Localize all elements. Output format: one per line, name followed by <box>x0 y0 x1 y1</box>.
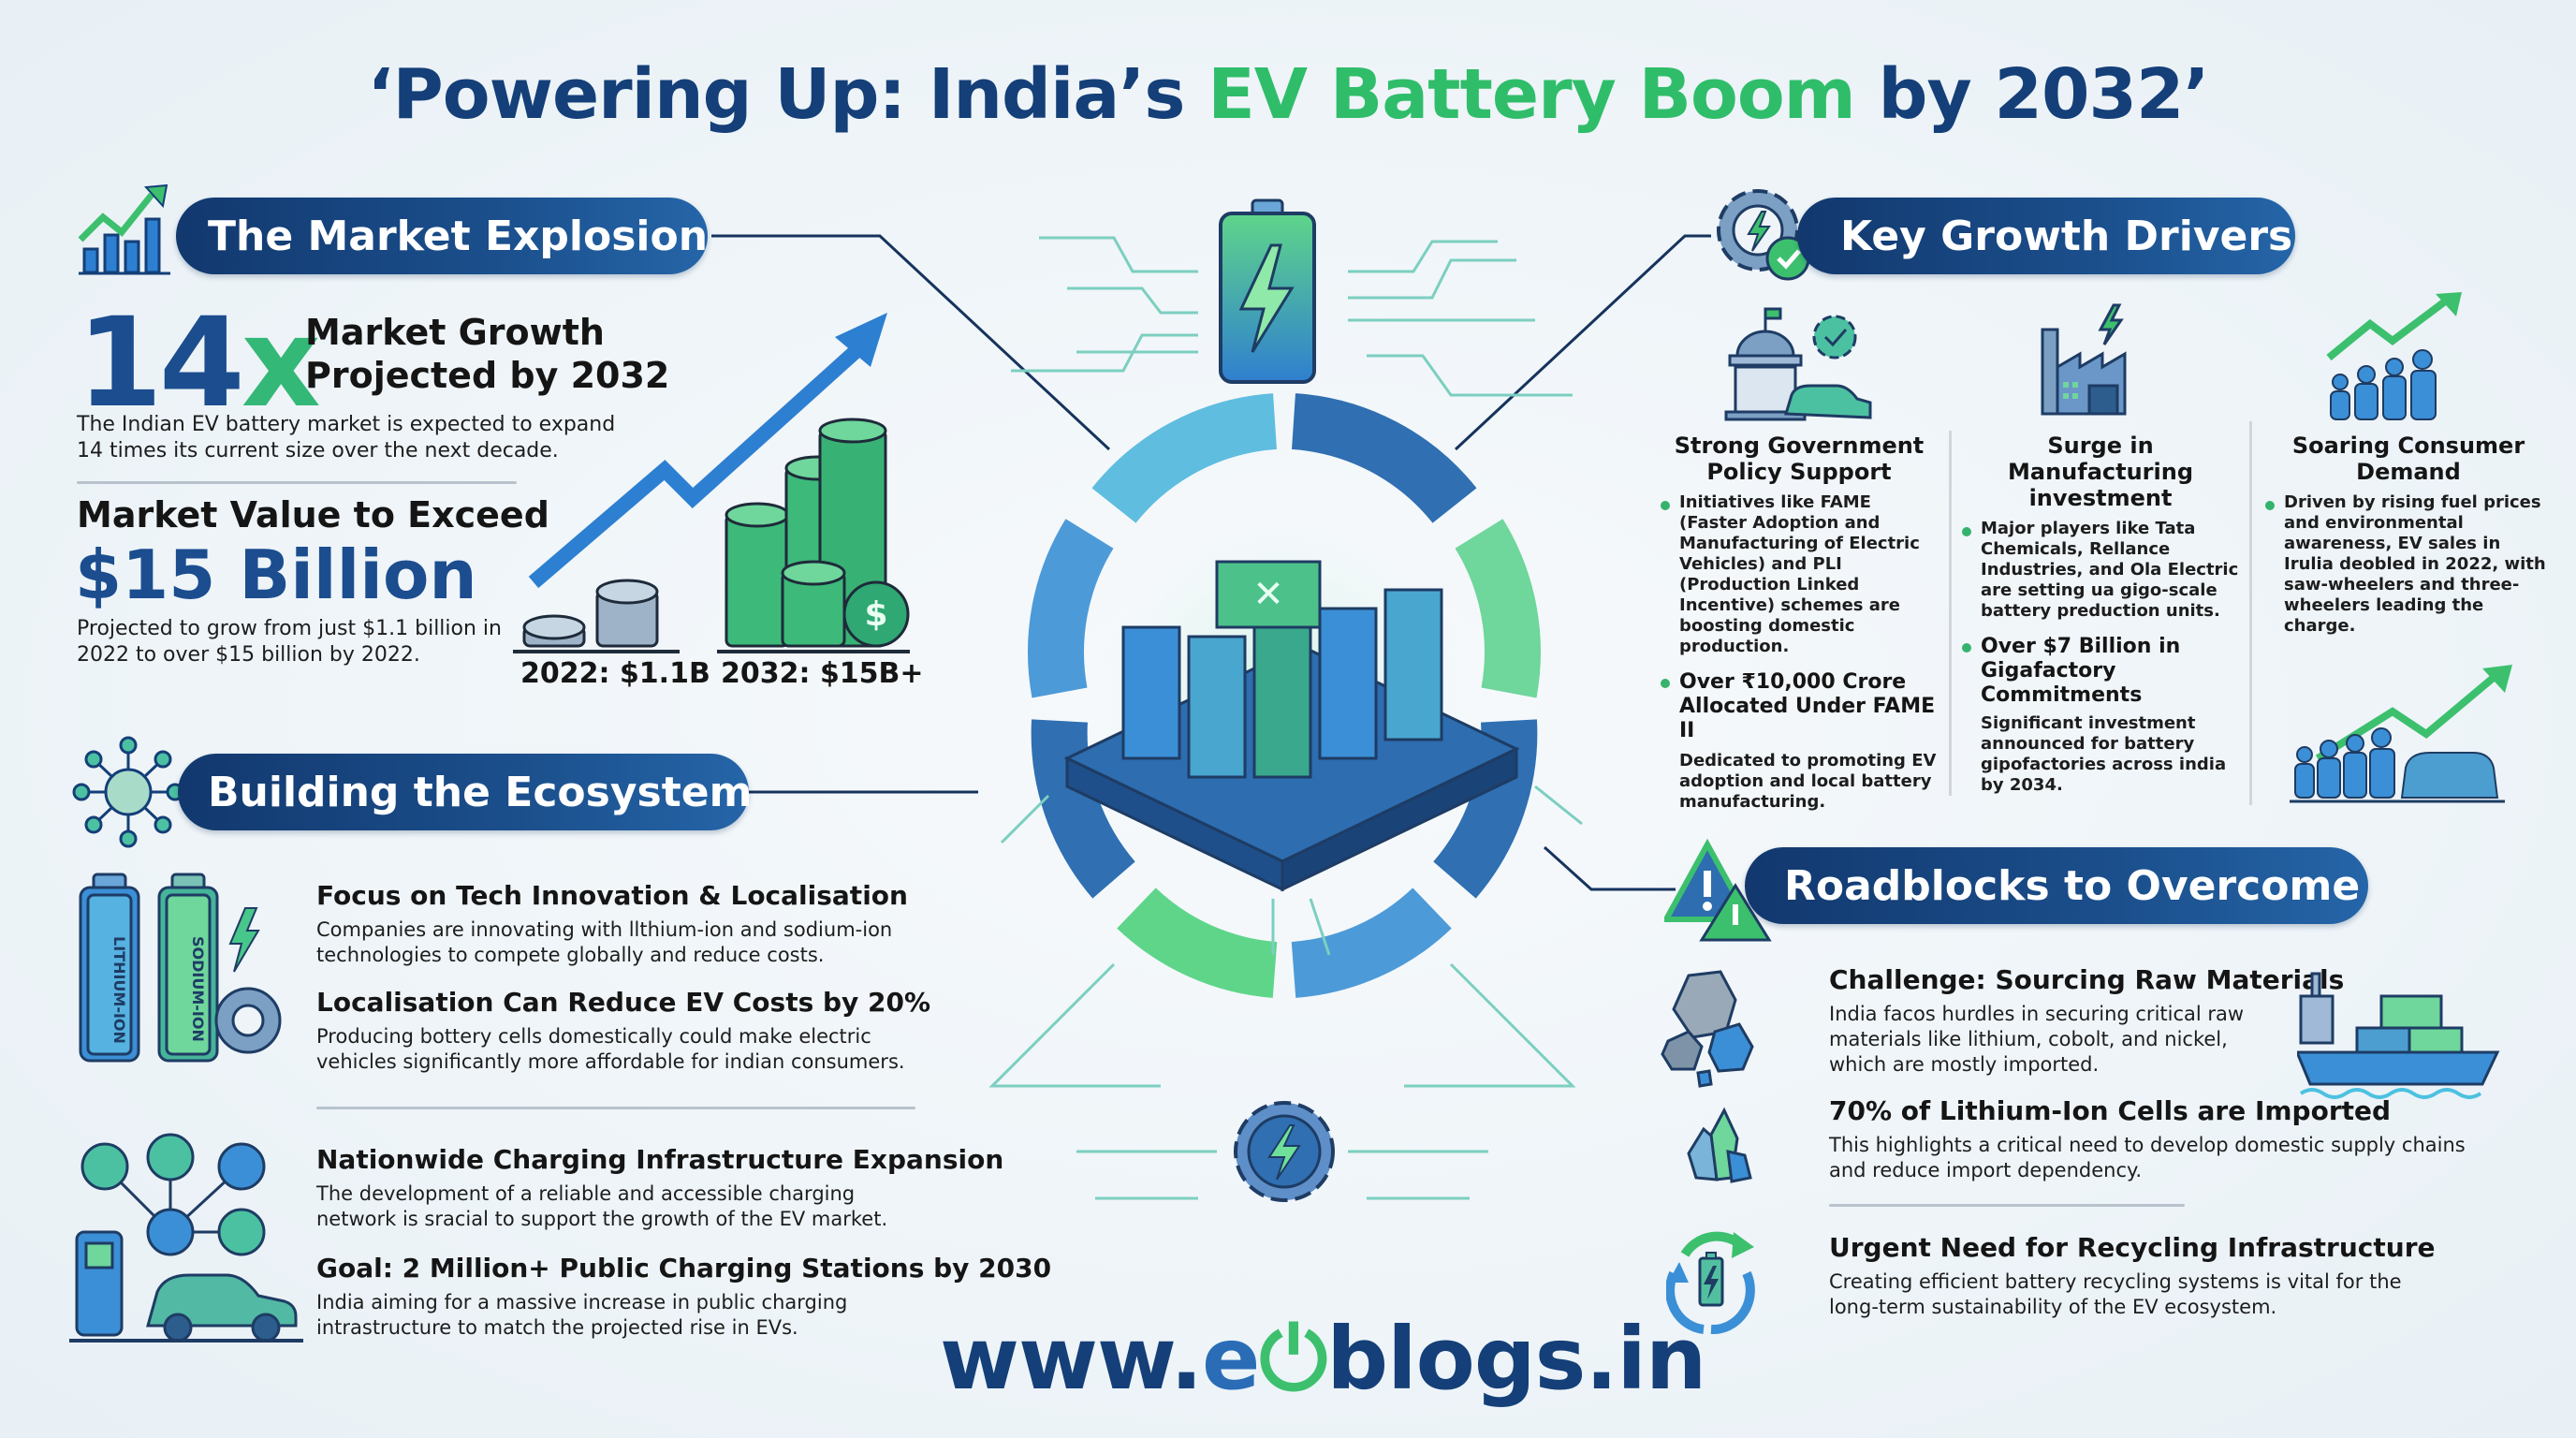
growth-description: The Indian EV battery market is expected… <box>77 413 616 462</box>
cargo-ship-icon <box>2297 972 2500 1099</box>
central-battery-illustration: ✕ <box>988 198 1583 1202</box>
banner-label: The Market Explosion <box>208 212 709 260</box>
factory-icon <box>2041 303 2127 416</box>
bullet-item: Over ₹10,000 Crore Allocated Under FAME … <box>1659 670 1939 743</box>
ecosystem-item1-desc: Companies are innovating with llthium-io… <box>316 918 893 966</box>
batteries-gear-icon: LITHIUM-ION SODIUM-ION <box>79 873 282 1063</box>
growth-number: 14 <box>77 291 245 435</box>
roadblock-item2-desc: This highlights a critical need to devel… <box>1829 1134 2466 1181</box>
bullet-item: Major players like Tata Chemicals, Rella… <box>1960 519 2241 622</box>
banner-roadblocks: Roadblocks to Overcome <box>1745 847 2368 924</box>
growth-x: x <box>241 291 321 435</box>
consumers-growth-icon <box>2326 292 2462 420</box>
charging-network-icon <box>69 1133 303 1343</box>
ecosystem-item1-title: Focus on Tech Innovation & Localisation <box>316 880 908 911</box>
title-highlight: EV Battery Boom <box>1208 54 1856 135</box>
svg-text:LITHIUM-ION: LITHIUM-ION <box>110 936 128 1044</box>
ecosystem-item3-desc: The development of a reliable and access… <box>316 1182 888 1230</box>
divider <box>1829 1204 2185 1207</box>
coin-growth-illustration: $ <box>513 313 910 653</box>
consumers-car-icon <box>2290 665 2512 803</box>
banner-label: Key Growth Drivers <box>1840 212 2293 260</box>
column-divider <box>1949 431 1952 796</box>
site-url[interactable]: www.e⏻blogs.in <box>940 1309 1706 1409</box>
coin-label-2032: 2032: $15B+ <box>721 657 924 690</box>
coin-label-2022: 2022: $1.1B <box>520 657 710 690</box>
title-suffix: by 2032’ <box>1854 54 2210 135</box>
value-heading: Market Value to Exceed <box>77 494 549 536</box>
power-icon: ⏻ <box>1259 1309 1327 1409</box>
value-description: Projected to grow from just $1.1 billion… <box>77 617 502 667</box>
svg-text:✕: ✕ <box>1252 573 1284 616</box>
title-prefix: ‘Powering Up: India’s <box>367 54 1208 135</box>
network-hub-icon <box>72 736 184 848</box>
svg-text:SODIUM-ION: SODIUM-ION <box>189 936 207 1042</box>
roadblock-item1-title: Challenge: Sourcing Raw Materials <box>1829 964 2345 995</box>
ecosystem-item4-desc: India aiming for a massive increase in p… <box>316 1291 848 1339</box>
driver-col-manufacturing: Surge in Manufacturing investment Major … <box>1960 433 2241 796</box>
ecosystem-item4-title: Goal: 2 Million+ Public Charging Station… <box>316 1253 1052 1284</box>
growth-multiplier: 14x <box>77 301 321 425</box>
value-amount: $15 Billion <box>75 536 477 614</box>
roadblock-item1-desc: India facos hurdles in securing critical… <box>1829 1003 2245 1076</box>
raw-minerals-icon <box>1661 970 1754 1088</box>
ecosystem-item3-title: Nationwide Charging Infrastructure Expan… <box>316 1144 1004 1175</box>
lithium-ore-icon <box>1687 1107 1752 1183</box>
bullet-item: Initiatives like FAME (Faster Adoption a… <box>1659 492 1939 657</box>
column-divider <box>2249 421 2252 805</box>
banner-building-ecosystem: Building the Ecosystem <box>178 754 753 830</box>
roadblock-item3-desc: Creating efficient battery recycling sys… <box>1829 1270 2402 1318</box>
battery-icon <box>1219 198 1316 384</box>
divider <box>77 481 517 484</box>
ecosystem-item2-desc: Producing bottery cells domestically cou… <box>316 1025 905 1073</box>
driver-col-consumer: Soaring Consumer Demand Driven by rising… <box>2263 433 2554 637</box>
roadblock-item3-title: Urgent Need for Recycling Infrastructure <box>1829 1232 2436 1263</box>
bullet-item: Over $7 Billion in Gigafactory Commitmen… <box>1960 635 2241 708</box>
warning-triangle-icon <box>1664 839 1772 942</box>
page-title: ‘Powering Up: India’s EV Battery Boom by… <box>0 54 2576 135</box>
roadblock-item2-title: 70% of Lithium-Ion Cells are Imported <box>1829 1095 2392 1126</box>
driver-col-government: Strong Government Policy Support Initiat… <box>1659 433 1939 813</box>
growth-heading: Market Growth Projected by 2032 <box>305 312 670 396</box>
gear-bolt-icon <box>1234 1101 1335 1202</box>
growth-chart-icon <box>78 183 170 275</box>
ecosystem-item2-title: Localisation Can Reduce EV Costs by 20% <box>316 987 931 1018</box>
gear-check-icon <box>1717 189 1810 281</box>
banner-market-explosion: The Market Explosion <box>176 198 708 274</box>
banner-key-growth-drivers: Key Growth Drivers <box>1797 198 2295 274</box>
banner-label: Building the Ecosystem <box>208 768 753 816</box>
bullet-item: Driven by rising fuel prices and environ… <box>2263 492 2554 637</box>
recycling-battery-icon <box>1666 1231 1755 1335</box>
government-building-icon <box>1724 307 1872 421</box>
divider <box>316 1107 915 1109</box>
banner-label: Roadblocks to Overcome <box>1784 861 2361 910</box>
svg-text:$: $ <box>864 595 887 634</box>
